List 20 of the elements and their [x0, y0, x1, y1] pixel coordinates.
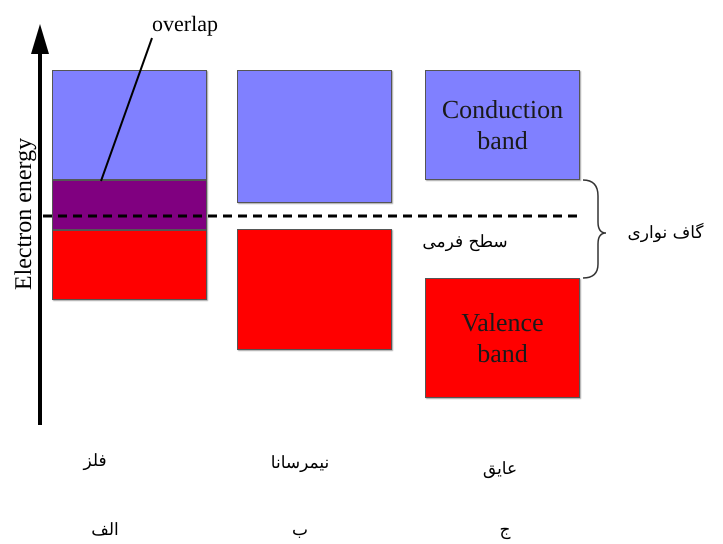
band-gap-label: گاف نواری — [626, 222, 705, 244]
conduction-band-block — [237, 70, 392, 203]
band-label: Valence band — [460, 307, 545, 369]
panel-letter: الف — [90, 518, 120, 542]
band-label: Conduction band — [440, 94, 564, 156]
fermi-level-label: سطح فرمی — [421, 230, 509, 254]
valence-band-block — [52, 230, 207, 300]
conduction-band-block — [425, 70, 580, 180]
valence-band-block — [425, 278, 580, 398]
leader-line — [100, 38, 153, 182]
category-label: نیمرسانا — [270, 452, 330, 474]
panel-letter: ب — [291, 518, 310, 542]
overlap-band-block — [52, 180, 207, 230]
panel-letter: ج — [498, 518, 512, 542]
axis-label: Electron energy — [10, 136, 38, 292]
conduction-band-block — [52, 70, 207, 180]
valence-band-block — [237, 229, 392, 350]
callout-label: overlap — [152, 13, 218, 35]
category-label: عایق — [482, 458, 518, 480]
category-label: فلز — [82, 450, 108, 472]
